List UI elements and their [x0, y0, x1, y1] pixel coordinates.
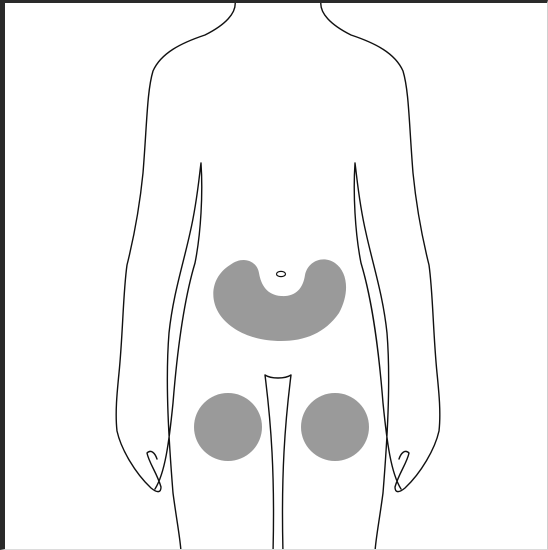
injection-site-diagram [5, 3, 547, 549]
navel-icon [277, 271, 286, 276]
right-thigh-injection-region [301, 393, 369, 461]
left-thigh-injection-region [194, 393, 262, 461]
